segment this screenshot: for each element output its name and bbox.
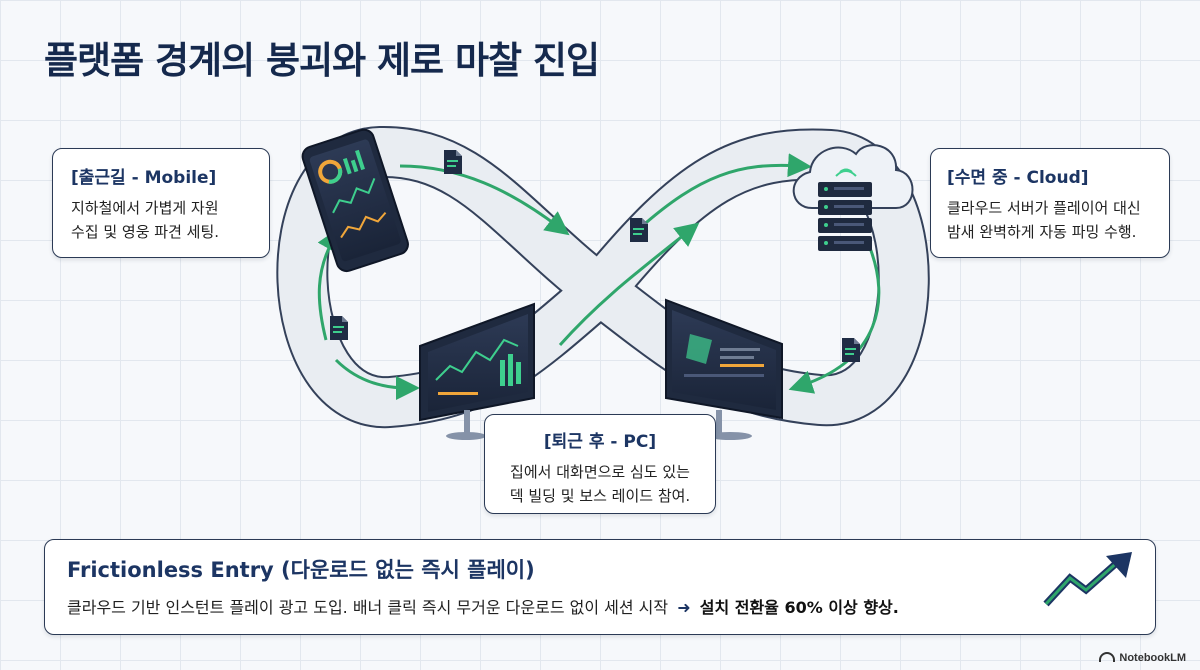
document-icon [330, 316, 348, 340]
card-pc-title: [퇴근 후 - PC] [543, 432, 657, 452]
card-cloud-line1: 클라우드 서버가 플레이어 대신 [947, 199, 1141, 217]
card-pc-line1: 집에서 대화면으로 심도 있는 [510, 463, 690, 481]
arrow-right-icon: ➜ [677, 598, 691, 617]
card-cloud-title: [수면 중 - Cloud] [947, 168, 1089, 188]
card-mobile-title: [출근길 - Mobile] [71, 168, 217, 188]
card-pc-line2: 덱 빌딩 및 보스 레이드 참여. [509, 487, 691, 505]
frictionless-description: 클라우드 기반 인스턴트 플레이 광고 도입. 배너 클릭 즉시 무거운 다운로… [67, 594, 1133, 618]
flow-arrows [317, 153, 881, 400]
document-icon [444, 150, 462, 174]
page-title: 플랫폼 경계의 붕괴와 제로 마찰 진입 [44, 39, 600, 82]
trend-up-arrow-icon [1043, 552, 1132, 607]
notebooklm-logo-icon [1099, 652, 1116, 662]
card-pc: [퇴근 후 - PC] 집에서 대화면으로 심도 있는 덱 빌딩 및 보스 레이… [484, 414, 716, 514]
cloud-server-icon [792, 144, 914, 251]
frictionless-title: Frictionless Entry (다운로드 없는 즉시 플레이) [67, 558, 535, 582]
card-mobile: [출근길 - Mobile] 지하철에서 가볍게 자원 수집 및 영웅 파견 세… [52, 148, 270, 258]
frictionless-desc-text: 클라우드 기반 인스턴트 플레이 광고 도입. 배너 클릭 즉시 무거운 다운로… [67, 598, 669, 617]
smartphone-icon [301, 128, 409, 273]
brand-watermark: NotebookLM [1099, 652, 1186, 664]
card-mobile-line1: 지하철에서 가볍게 자원 [71, 199, 219, 217]
brand-label: NotebookLM [1119, 652, 1186, 664]
monitor-icon [665, 298, 783, 440]
document-icon [842, 338, 860, 362]
document-icon [630, 218, 648, 242]
card-cloud: [수면 중 - Cloud] 클라우드 서버가 플레이어 대신 밤새 완벽하게 … [930, 148, 1170, 258]
monitor-icon [419, 302, 535, 440]
card-cloud-line2: 밤새 완벽하게 자동 파밍 수행. [947, 223, 1137, 241]
frictionless-highlight: 설치 전환율 60% 이상 향상. [699, 598, 899, 617]
card-frictionless-entry: Frictionless Entry (다운로드 없는 즉시 플레이) 클라우드… [44, 539, 1156, 635]
card-mobile-line2: 수집 및 영웅 파견 세팅. [71, 223, 220, 241]
